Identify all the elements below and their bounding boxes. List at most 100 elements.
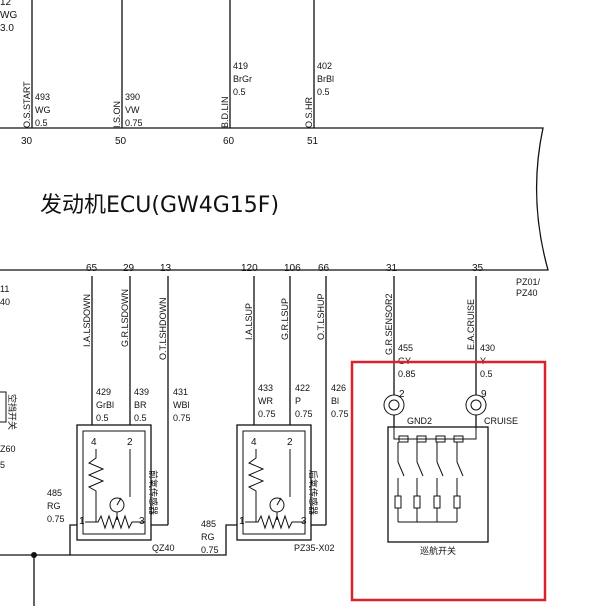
bw4-gauge: 0.75	[258, 409, 276, 419]
cruise-switch-array	[394, 435, 464, 523]
ecu-box	[0, 127, 549, 271]
left-edge-vertical: 空挡开关	[7, 394, 18, 430]
top-wire-1-signal: O.S.START	[22, 81, 32, 128]
top-wire-2-signal: I.S.ON	[112, 101, 122, 128]
bottom-pin-2: 29	[123, 263, 135, 274]
bw2-gauge: 0.5	[134, 413, 147, 423]
left-edge-d: 5	[0, 460, 5, 470]
sensor2-connector: PZ35-X02	[294, 543, 335, 553]
sensor2-resistor	[245, 514, 305, 530]
bw5-num: 422	[295, 383, 310, 393]
sensor2-label: 后氧传感器	[308, 470, 319, 515]
bottom-wire-8-signal: E.A.CRUISE	[466, 299, 476, 350]
top-left-label-a: 12	[0, 0, 12, 8]
top-wire-1-num: 493	[35, 92, 50, 102]
sensor1-pin1: 1	[79, 516, 85, 527]
ecu-connector-line2: PZ40	[516, 288, 538, 298]
bottom-pin-6: 66	[318, 263, 330, 274]
top-wire-4-signal: O.S.HR	[304, 96, 314, 128]
bw5-gauge: 0.75	[295, 409, 313, 419]
cruise-terminal-left-inner	[388, 399, 400, 411]
bw6-color: Bl	[331, 396, 339, 406]
sensor2-inner	[242, 430, 306, 535]
gw1-num: 485	[47, 488, 62, 498]
sensor1-connector: QZ40	[152, 543, 175, 553]
sensor2-pin1: 1	[239, 516, 245, 527]
bw5-color: P	[295, 396, 301, 406]
bw4-color: WR	[258, 396, 273, 406]
bw3-color: WBl	[173, 400, 190, 410]
bw7-num: 455	[398, 343, 413, 353]
top-left-label-b: WG	[0, 10, 17, 21]
ground-wire-2	[70, 524, 237, 556]
sensor1-outer	[76, 424, 152, 541]
top-wire-4-num: 402	[317, 61, 332, 71]
left-edge-a: 11	[0, 284, 9, 294]
cruise-switch: 2 9 GND2 CRUISE	[383, 389, 518, 556]
sensor1-gauge-needle	[116, 497, 122, 506]
sensor1-inner	[82, 430, 146, 535]
gw1-color: RG	[47, 501, 61, 511]
gw1-gauge: 0.75	[47, 514, 65, 524]
top-wire-1-gauge: 0.5	[35, 118, 48, 128]
bw4-num: 433	[258, 383, 273, 393]
cruise-bus	[393, 427, 477, 440]
sensor2-gauge-needle	[276, 497, 282, 506]
ecu-title: 发动机ECU(GW4G15F)	[40, 193, 279, 218]
cruise-label-cruise: CRUISE	[484, 416, 518, 426]
bottom-wire-3-signal: O.T.LSHDOWN	[158, 297, 168, 360]
bw8-num: 430	[480, 343, 495, 353]
cruise-pin-left: 2	[399, 389, 405, 400]
bw3-num: 431	[173, 387, 188, 397]
bw2-color: BR	[134, 400, 147, 410]
sensor2-pin2: 2	[287, 437, 293, 448]
top-wire-1-color: WG	[35, 105, 51, 115]
bw7-gauge: 0.85	[398, 369, 416, 379]
sensor1-heater	[87, 449, 105, 522]
top-wire-3-color: BrGr	[233, 74, 252, 84]
bottom-pin-5: 106	[284, 263, 301, 274]
ground-wire-1	[0, 524, 77, 556]
bw6-gauge: 0.75	[331, 409, 349, 419]
top-wire-2-num: 390	[125, 92, 140, 102]
bw3-gauge: 0.75	[173, 413, 191, 423]
gw2-gauge: 0.75	[201, 545, 219, 555]
top-wire-2-color: VW	[125, 105, 140, 115]
top-wire-2-gauge: 0.75	[125, 118, 143, 128]
top-wire-3-num: 419	[233, 61, 248, 71]
sensor2-outer	[236, 424, 312, 541]
cruise-pin-right: 9	[481, 389, 487, 400]
gw2-num: 485	[201, 519, 216, 529]
cruise-title: 巡航开关	[420, 545, 456, 556]
bottom-wire-5-signal: G.R.LSUP	[280, 298, 290, 340]
sensor1-pin2: 2	[127, 437, 133, 448]
bottom-pin-4: 120	[241, 263, 258, 274]
top-pin-3: 60	[223, 136, 235, 147]
sensor1-resistor	[85, 514, 145, 530]
left-edge-c: Z60	[0, 444, 16, 454]
top-pin-1: 30	[21, 136, 33, 147]
ecu-connector-line1: PZ01/	[516, 277, 541, 287]
top-wire-4-gauge: 0.5	[317, 87, 330, 97]
bw2-num: 439	[134, 387, 149, 397]
bw8-gauge: 0.5	[480, 369, 493, 379]
sensor1: 4 2 1 3 前氧传感器	[76, 424, 159, 541]
bottom-wire-7-signal: G.R.SENSOR2	[384, 293, 394, 355]
bottom-pin-7: 31	[386, 263, 398, 274]
bw1-num: 429	[96, 387, 111, 397]
bw6-num: 426	[331, 383, 346, 393]
bottom-wire-6-signal: O.T.LSHUP	[316, 293, 326, 340]
top-wire-4-color: BrBl	[317, 74, 334, 84]
top-pin-2: 50	[115, 136, 127, 147]
bottom-pin-8: 35	[472, 263, 484, 274]
highlight-box	[350, 360, 547, 602]
cruise-terminal-right-inner	[470, 399, 482, 411]
bottom-pin-1: 65	[86, 263, 98, 274]
bottom-wire-2-signal: G.R.LSDOWN	[120, 289, 130, 347]
bottom-wire-4-signal: I.A.LSUP	[244, 303, 254, 340]
sensor2: 4 2 1 3 后氧传感器	[236, 424, 319, 541]
sensor2-heater	[247, 449, 265, 522]
top-wire-3-gauge: 0.5	[233, 87, 246, 97]
sensor1-label: 前氧传感器	[148, 470, 159, 515]
